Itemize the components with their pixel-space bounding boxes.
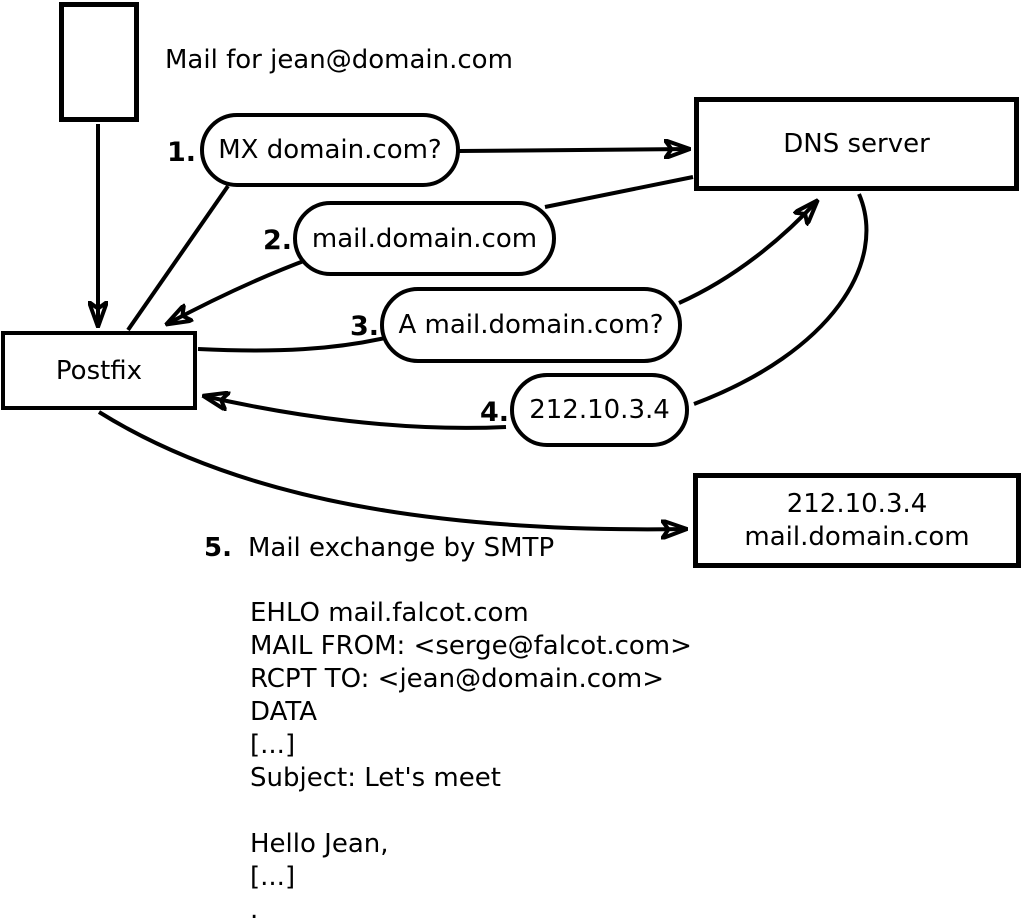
- arrow-mx-query-to-dns: [458, 149, 689, 151]
- line-dns-to-a-answer: [693, 193, 869, 406]
- step-5-label: Mail exchange by SMTP: [247, 533, 555, 563]
- step-number-5: 5.: [204, 533, 232, 563]
- step-number-4: 4.: [479, 397, 509, 428]
- postfix-box: Postfix: [1, 331, 197, 410]
- query-pill-a: A mail.domain.com?: [380, 287, 682, 363]
- answer-pill-mx-label: mail.domain.com: [311, 223, 538, 254]
- step-number-2: 2.: [262, 225, 292, 256]
- smtp-line-hello: Hello Jean,: [250, 829, 389, 859]
- smtp-line-end-dot: .: [250, 895, 259, 919]
- step-number-1: 1.: [166, 137, 196, 168]
- arrow-mx-answer-to-postfix: [167, 257, 310, 324]
- answer-pill-a-label: 212.10.3.4: [529, 395, 670, 425]
- postfix-label: Postfix: [55, 355, 143, 386]
- mail-server-box: 212.10.3.4 mail.domain.com: [693, 473, 1021, 568]
- mail-server-hostname: mail.domain.com: [744, 521, 970, 552]
- smtp-line-blank: [250, 795, 692, 828]
- answer-pill-a: 212.10.3.4: [510, 373, 689, 447]
- query-pill-mx-label: MX domain.com?: [218, 135, 442, 165]
- smtp-line-mail-from: MAIL FROM: <serge@falcot.com>: [250, 631, 692, 661]
- mail-caption: Mail for jean@domain.com: [165, 45, 513, 75]
- smtp-line-subject: Subject: Let's meet: [250, 763, 501, 793]
- smtp-line-ehlo: EHLO mail.falcot.com: [250, 598, 529, 628]
- dns-server-label: DNS server: [783, 129, 930, 159]
- line-postfix-to-mx-query: [126, 184, 230, 332]
- arrow-a-query-to-dns: [678, 201, 817, 305]
- query-pill-a-label: A mail.domain.com?: [398, 310, 664, 340]
- arrow-postfix-to-mail-server: [97, 410, 686, 529]
- smtp-line-ellipsis-2: [...]: [250, 862, 296, 892]
- mail-server-ip: 212.10.3.4: [786, 488, 928, 519]
- line-dns-to-mx-answer: [544, 175, 694, 209]
- step-number-3: 3.: [349, 311, 379, 342]
- smtp-line-ellipsis-1: [...]: [250, 730, 296, 760]
- smtp-session-text: EHLO mail.falcot.com MAIL FROM: <serge@f…: [250, 597, 692, 919]
- smtp-line-rcpt-to: RCPT TO: <jean@domain.com>: [250, 664, 665, 694]
- step-5-caption: 5. Mail exchange by SMTP: [204, 533, 554, 563]
- query-pill-mx: MX domain.com?: [200, 113, 460, 187]
- answer-pill-mx: mail.domain.com: [293, 201, 556, 276]
- smtp-line-data: DATA: [250, 697, 317, 727]
- line-postfix-to-a-query: [197, 336, 386, 353]
- arrow-a-answer-to-postfix: [204, 396, 507, 430]
- mail-envelope-box: [59, 2, 139, 122]
- dns-server-box: DNS server: [694, 97, 1019, 191]
